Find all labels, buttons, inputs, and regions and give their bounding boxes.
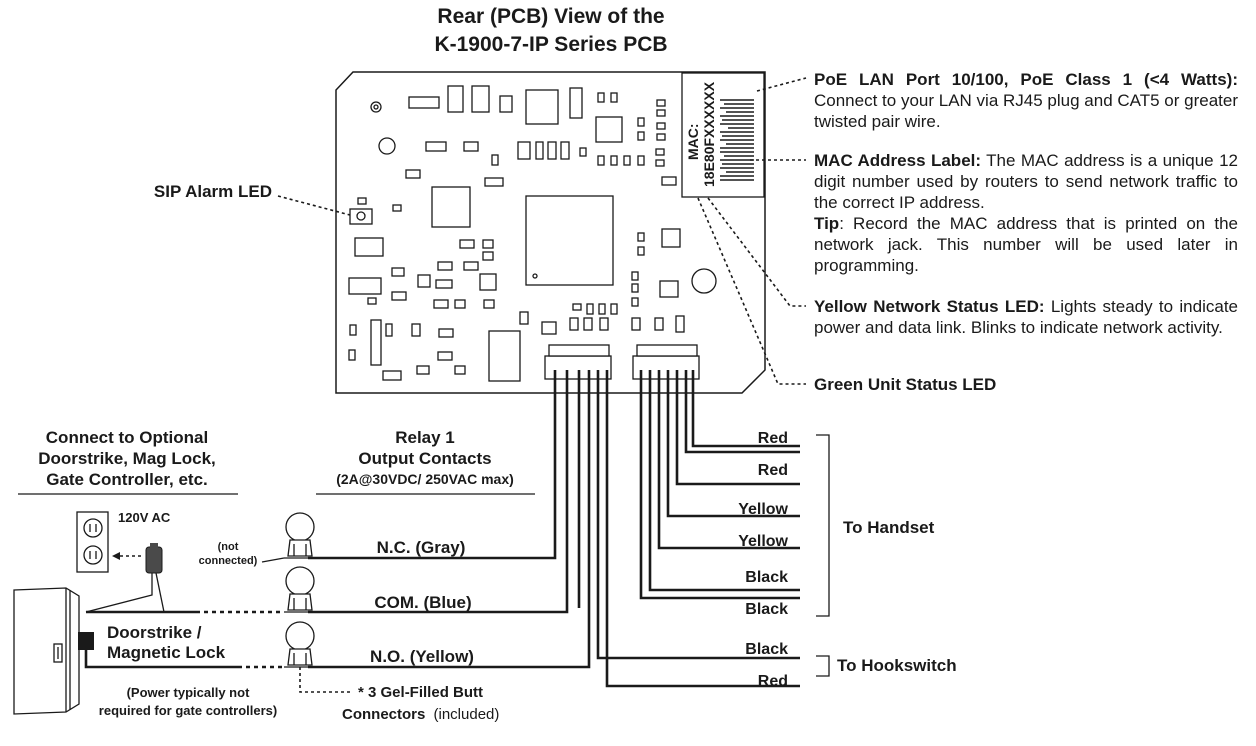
handset-connector — [632, 355, 700, 380]
mac-tip-text: : Record the MAC address that is printed… — [814, 214, 1238, 275]
relay-header-line3: (2A@30VDC/ 250VAC max) — [336, 471, 514, 487]
handset-wires — [639, 370, 800, 600]
wire-label-black-2: Black — [745, 601, 788, 618]
contact-nc-label: N.C. (Gray) — [377, 538, 466, 557]
handset-wire-labels: Red Red Yellow Yellow Black Black Black … — [738, 430, 788, 690]
wire-label-red-1: Red — [758, 430, 788, 447]
ac-adapter — [145, 543, 163, 574]
diagram-title-line2: K-1900-7-IP Series PCB — [434, 33, 667, 56]
poe-leader — [756, 77, 807, 92]
device-label-line2: Magnetic Lock — [107, 643, 226, 662]
poe-callout-text: Connect to your LAN via RJ45 plug and CA… — [814, 91, 1238, 131]
mac-tip-label: Tip — [814, 214, 840, 233]
power-note-line2: required for gate controllers) — [99, 703, 277, 718]
door-icon — [13, 587, 94, 715]
wall-outlet — [76, 511, 109, 573]
ac-voltage-label: 120V AC — [118, 510, 171, 525]
relay-wires — [308, 370, 800, 688]
relay-header-line1: Relay 1 — [395, 428, 455, 447]
contact-com-label: COM. (Blue) — [374, 593, 471, 612]
wire-label-red-2: Red — [758, 462, 788, 479]
green-led-label: Green Unit Status LED — [814, 375, 996, 394]
yellow-led-text: Lights steady to indicate power and data… — [814, 297, 1238, 337]
wire-label-black-hook: Black — [745, 641, 788, 658]
connectors-note-line1: * 3 Gel-Filled Butt — [358, 684, 483, 701]
left-header-line2: Doorstrike, Mag Lock, — [38, 449, 216, 468]
handset-bracket — [816, 434, 830, 617]
power-note-line1: (Power typically not — [127, 685, 250, 700]
hookswitch-bracket — [816, 655, 830, 677]
butt-connector-no — [285, 621, 315, 666]
yellow-led-callout: Yellow Network Status LED: Lights steady… — [814, 296, 1238, 338]
wire-label-yellow-2: Yellow — [738, 533, 788, 550]
device-label-line1: Doorstrike / — [107, 623, 202, 642]
connectors-leader — [299, 667, 352, 693]
yellow-led-title: Yellow Network Status LED: — [814, 297, 1045, 316]
wire-label-red-hook: Red — [758, 673, 788, 690]
not-connected-line2: connected) — [199, 555, 258, 567]
green-led-leader — [697, 197, 806, 385]
poe-callout: PoE LAN Port 10/100, PoE Class 1 (<4 Wat… — [814, 69, 1238, 132]
mac-callout: MAC Address Label: The MAC address is a … — [814, 150, 1238, 276]
connectors-note-line2: Connectors (included) — [342, 706, 499, 723]
mac-barcode — [720, 99, 754, 181]
to-hookswitch-label: To Hookswitch — [837, 656, 957, 675]
diagram-title-line1: Rear (PCB) View of the — [437, 5, 664, 28]
butt-connector-com — [285, 566, 315, 611]
wire-label-yellow-1: Yellow — [738, 501, 788, 518]
pcb-board: MAC: 18E80FXXXXXX — [335, 71, 766, 394]
poe-callout-title: PoE LAN Port 10/100, PoE Class 1 (<4 Wat… — [814, 70, 1238, 89]
mac-callout-title: MAC Address Label: — [814, 151, 982, 170]
mac-callout-text: The MAC address is a unique 12 digit num… — [814, 151, 1238, 212]
mac-label-line2: 18E80FXXXXXX — [701, 81, 717, 187]
left-header-line1: Connect to Optional — [46, 428, 208, 447]
sip-led-leader — [277, 195, 351, 216]
wire-label-black-1: Black — [745, 569, 788, 586]
left-header-line3: Gate Controller, etc. — [46, 470, 208, 489]
relay-header-line2: Output Contacts — [358, 449, 491, 468]
butt-connector-nc — [285, 512, 315, 557]
contact-no-label: N.O. (Yellow) — [370, 647, 474, 666]
to-handset-label: To Handset — [843, 518, 935, 537]
not-connected-line1: (not — [218, 541, 239, 553]
mac-label-line1: MAC: — [685, 123, 701, 160]
sip-alarm-led-label: SIP Alarm LED — [154, 182, 272, 201]
yellow-led-leader — [707, 197, 806, 307]
